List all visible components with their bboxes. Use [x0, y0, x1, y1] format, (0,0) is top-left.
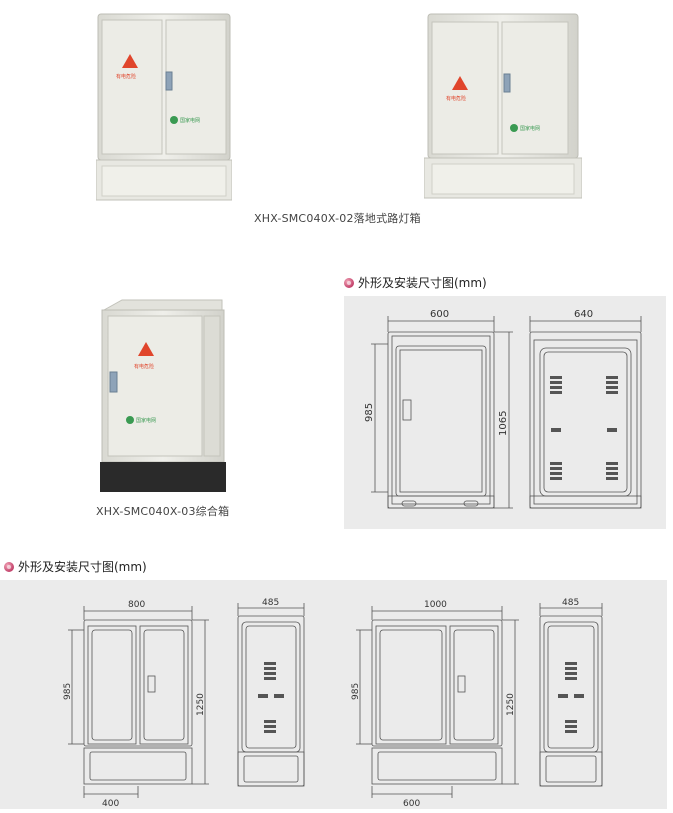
floor-cabinet-caption: XHX-SMC040X-02落地式路灯箱: [254, 212, 421, 225]
section1-heading: 外形及安装尺寸图(mm): [344, 274, 487, 291]
dim-b-base: 600: [403, 799, 420, 809]
cabinet-photo-left: 有电危险 国家电网: [96, 13, 232, 201]
dim-b-door-height: 985: [351, 683, 361, 700]
dim-side-width: 640: [574, 309, 593, 320]
svg-text:国家电网: 国家电网: [520, 125, 540, 132]
combo-box-caption: XHX-SMC040X-03综合箱: [96, 505, 230, 518]
dim-b-height: 1250: [506, 693, 516, 716]
svg-text:有电危险: 有电危险: [134, 363, 154, 370]
bullet-icon: [4, 561, 14, 572]
svg-text:国家电网: 国家电网: [136, 417, 156, 424]
dim-a-door-height: 985: [63, 683, 73, 700]
section2-heading: 外形及安装尺寸图(mm): [4, 558, 147, 575]
warning-label-text: 有电危险: [116, 73, 136, 80]
dim-a-base: 400: [102, 799, 119, 809]
dim-total-height: 1065: [498, 411, 509, 436]
dim-b-width: 1000: [424, 600, 447, 610]
dim-a-depth: 485: [262, 598, 279, 608]
section1-drawing-panel: 600 640 985 1065: [344, 296, 666, 529]
dim-door-height: 985: [364, 403, 375, 422]
section2-dimension-drawing: 800 485 985 1250 400 1000 485 985 1250 6…: [63, 598, 603, 809]
dim-a-width: 800: [128, 600, 145, 610]
section1-dimension-drawing: 600 640 985 1065: [364, 309, 642, 509]
bullet-icon: [344, 277, 354, 288]
svg-text:有电危险: 有电危险: [446, 95, 466, 102]
cabinet-photo-right: 有电危险 国家电网: [424, 13, 582, 199]
dim-b-depth: 485: [562, 598, 579, 608]
dim-front-width: 600: [430, 309, 449, 320]
section2-drawing-panel: 800 485 985 1250 400 1000 485 985 1250 6…: [0, 580, 667, 809]
combo-box-photo: 有电危险 国家电网: [100, 299, 226, 492]
svg-text:国家电网: 国家电网: [180, 117, 200, 124]
dim-a-height: 1250: [196, 693, 206, 716]
